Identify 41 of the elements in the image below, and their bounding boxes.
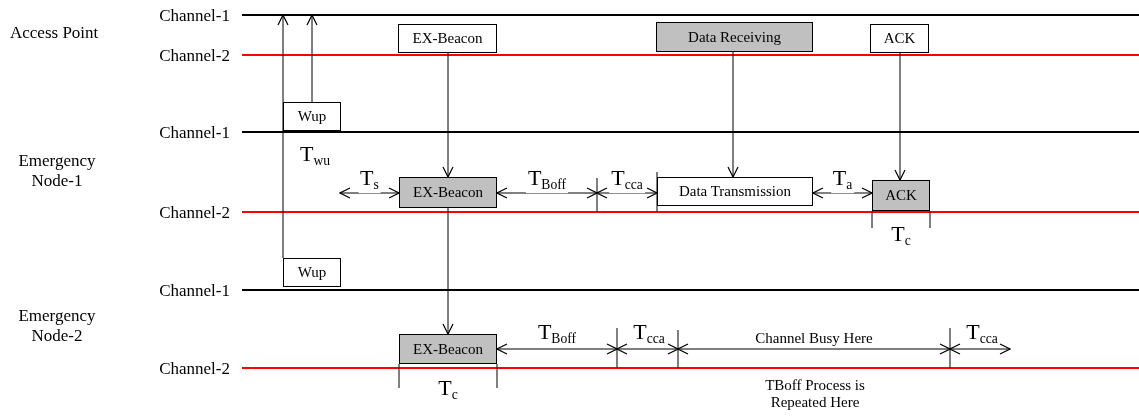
interval-label: T$_{cca}$ [966, 319, 998, 347]
channel-label: Channel-1 [159, 281, 230, 301]
process-box [399, 334, 497, 364]
row-label: Emergency Node-2 [17, 306, 97, 346]
process-box [870, 24, 929, 53]
arrow [306, 14, 318, 103]
process-box [399, 177, 497, 208]
channel-label: Channel-2 [159, 46, 230, 66]
duration-label: T$_{wu}$ [299, 141, 331, 169]
process-box [398, 24, 497, 53]
box-label: EX-Beacon [413, 184, 483, 201]
process-box [872, 180, 930, 211]
arrow [727, 51, 739, 178]
channel-label: Channel-2 [159, 359, 230, 379]
box-label: EX-Beacon [413, 340, 483, 358]
row-label: Emergency Node-1 [17, 151, 97, 191]
box-label: Data Transmission [678, 183, 792, 200]
channel-label: Channel-2 [159, 203, 230, 223]
box-label: ACK [885, 187, 917, 204]
box-label: EX-Beacon [412, 30, 483, 47]
process-box [283, 258, 341, 287]
box-label: Wup [297, 108, 327, 125]
arrow [277, 14, 289, 259]
process-box [657, 177, 813, 206]
process-box [656, 22, 813, 52]
interval-label: T$_{cca}$ [633, 319, 665, 347]
duration-label: T$_{c}$ [438, 375, 458, 403]
interval-label: T$_{Boff}$ [537, 319, 577, 347]
interval-label: Channel Busy Here [755, 330, 873, 348]
channel-label: Channel-1 [159, 6, 230, 26]
duration-label: T$_{c}$ [891, 221, 911, 249]
arrow [894, 52, 906, 181]
row-label: Access Point [10, 23, 99, 43]
arrow [442, 52, 454, 178]
channel-label: Channel-1 [159, 123, 230, 143]
arrow [442, 207, 454, 335]
box-label: Data Receiving [688, 28, 781, 46]
process-box [283, 102, 341, 131]
box-label: ACK [883, 30, 916, 47]
note-text: TBoff Process is Repeated Here [764, 376, 866, 412]
box-label: Wup [297, 264, 327, 281]
